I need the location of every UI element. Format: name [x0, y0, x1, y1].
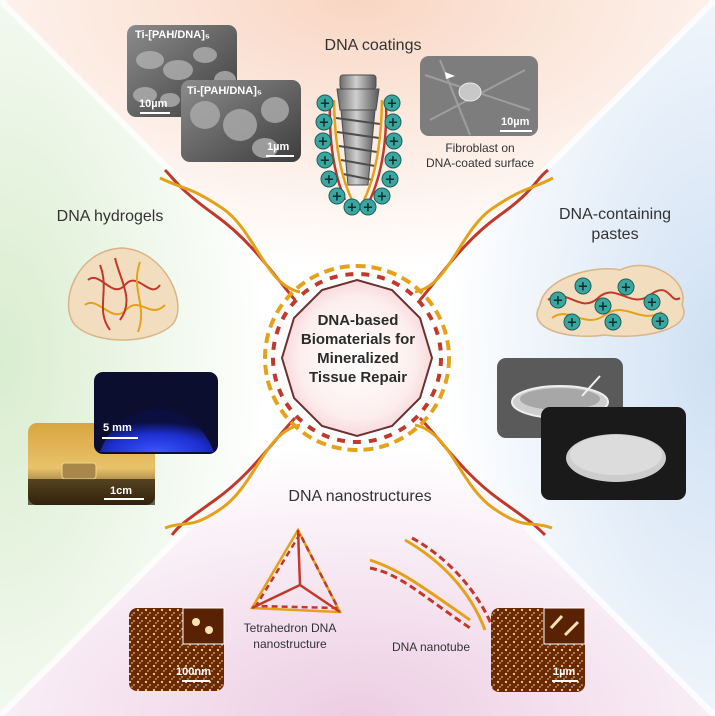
- plus-sign-icon: +: [387, 97, 398, 112]
- sem-scale-bar-10um: [140, 112, 170, 114]
- nanostructures-title: DNA nanostructures: [288, 488, 432, 505]
- plus-sign-icon: +: [347, 201, 358, 216]
- blue-photo-scale-label: 5 mm: [103, 422, 132, 434]
- nanotube-caption: DNA nanotube: [391, 640, 471, 654]
- fibroblast-caption: Fibroblast on DNA-coated surface: [418, 141, 542, 171]
- positive-ion-circle: [373, 187, 391, 205]
- sem-scale-label-10um: 10µm: [139, 98, 168, 110]
- pastes-title: DNA-containing pastes: [550, 205, 680, 245]
- plus-sign-icon: +: [363, 201, 374, 216]
- nanotube-illustration: [369, 536, 494, 631]
- positive-ion-circle: [328, 187, 346, 205]
- plus-sign-icon: +: [578, 280, 589, 295]
- positive-ion-circle: [315, 113, 333, 131]
- center-title: DNA-based Biomaterials for Mineralized T…: [274, 311, 442, 387]
- plus-sign-icon: +: [621, 281, 632, 296]
- plus-sign-icon: +: [320, 97, 331, 112]
- positive-ion-circle: [617, 278, 635, 296]
- coatings-title: DNA coatings: [324, 37, 422, 54]
- plus-sign-icon: +: [567, 316, 578, 331]
- plus-sign-icon: +: [385, 173, 396, 188]
- hydrogel-illustration: [67, 247, 179, 341]
- plus-sign-icon: +: [389, 135, 400, 150]
- gold-photo-scale-label: 1cm: [110, 485, 133, 497]
- plus-sign-icon: +: [553, 294, 564, 309]
- blue-photo-scale-bar: [102, 437, 138, 439]
- positive-ion-circle: [381, 170, 399, 188]
- afm-left-scale-bar: [182, 680, 210, 682]
- positive-ion-circle: [574, 277, 592, 295]
- tetrahedron-illustration: [249, 527, 343, 614]
- center-title-line-3: Mineralized: [317, 350, 399, 367]
- positive-ion-circle: [316, 94, 334, 112]
- positive-ion-circle: [384, 113, 402, 131]
- center-hub: [280, 278, 434, 438]
- sem-label-top: Ti-[PAH/DNA]₅: [135, 29, 210, 41]
- fibroblast-caption-line-2: DNA-coated surface: [425, 156, 535, 170]
- positive-ion-circle: [563, 313, 581, 331]
- plus-sign-icon: +: [655, 315, 666, 330]
- positive-ion-circle: [604, 313, 622, 331]
- fibroblast-scale-bar: [500, 130, 532, 132]
- plus-sign-icon: +: [388, 154, 399, 169]
- positive-ion-circle: [385, 132, 403, 150]
- afm-right-scale-bar: [552, 680, 578, 682]
- afm-image-tetrahedron: [129, 607, 225, 691]
- plus-sign-icon: +: [319, 116, 330, 131]
- dna-strand-arms: [159, 168, 554, 537]
- pastes-title-line-2: pastes: [591, 226, 639, 243]
- sem-scale-label-1um: 1µm: [267, 141, 290, 153]
- plus-sign-icon: +: [647, 296, 658, 311]
- plus-sign-icon: +: [608, 316, 619, 331]
- positive-ion-circle: [384, 151, 402, 169]
- center-title-line-1: DNA-based: [317, 312, 399, 329]
- hydrogel-blue-photo: [94, 372, 218, 454]
- plus-sign-icon: +: [320, 154, 331, 169]
- gold-photo-scale-bar: [104, 498, 144, 500]
- positive-ion-markers: ++++++++++++++++++++++: [314, 94, 669, 331]
- plus-sign-icon: +: [598, 300, 609, 315]
- fibroblast-caption-line-1: Fibroblast on: [445, 141, 515, 155]
- fibroblast-scale-label: 10µm: [501, 116, 530, 128]
- afm-right-scale-label: 1µm: [553, 666, 576, 678]
- positive-ion-circle: [651, 312, 669, 330]
- plus-sign-icon: +: [332, 190, 343, 205]
- sem-scale-bar-1um: [266, 155, 294, 157]
- plus-sign-icon: +: [324, 173, 335, 188]
- positive-ion-circle: [549, 291, 567, 309]
- fibroblast-sem-image: [420, 56, 538, 136]
- tetrahedron-caption-line-2: nanostructure: [253, 637, 327, 651]
- paste-disc-photo: [541, 407, 686, 500]
- pastes-title-line-1: DNA-containing: [558, 206, 672, 223]
- tetrahedron-caption-line-1: Tetrahedron DNA: [243, 621, 337, 635]
- afm-left-scale-label: 100nm: [176, 666, 211, 678]
- hydrogels-title: DNA hydrogels: [56, 208, 164, 225]
- positive-ion-circle: [316, 151, 334, 169]
- positive-ion-circle: [359, 198, 377, 216]
- plus-sign-icon: +: [377, 190, 388, 205]
- dental-implant-screw: [328, 74, 388, 201]
- center-dna-ring-outer: [263, 264, 451, 452]
- hydrogels-quadrant: [0, 0, 357, 716]
- plus-sign-icon: +: [388, 116, 399, 131]
- positive-ion-circle: [314, 132, 332, 150]
- afm-image-nanotube: [491, 607, 586, 692]
- tetrahedron-caption: Tetrahedron DNA nanostructure: [234, 620, 346, 652]
- sem-image-high-mag: [181, 80, 301, 162]
- positive-ion-circle: [383, 94, 401, 112]
- plus-sign-icon: +: [318, 135, 329, 150]
- center-dna-ring-inner: [271, 272, 443, 444]
- positive-ion-circle: [320, 170, 338, 188]
- positive-ion-circle: [594, 297, 612, 315]
- center-title-line-2: Biomaterials for: [300, 331, 416, 348]
- center-title-line-4: Tissue Repair: [308, 369, 408, 386]
- sem-label-bottom: Ti-[PAH/DNA]₅: [187, 85, 262, 97]
- positive-ion-circle: [643, 293, 661, 311]
